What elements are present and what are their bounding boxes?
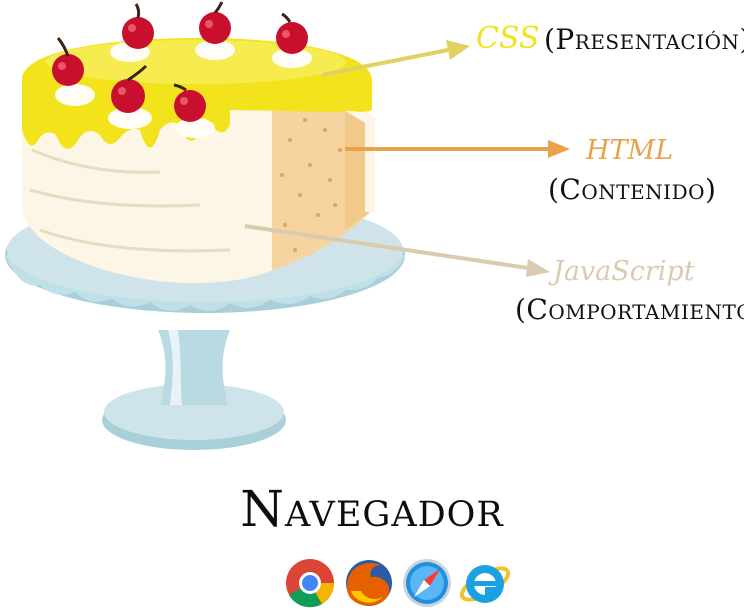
html-description: (Contenido) — [548, 173, 717, 206]
html-label: HTML — [586, 135, 674, 166]
chrome-icon — [286, 559, 335, 608]
cherries — [52, 1, 312, 138]
arrow-css — [321, 40, 470, 77]
arrow-js — [244, 224, 550, 277]
css-label: CSS — [476, 21, 540, 56]
arrow-html — [345, 140, 570, 158]
javascript-description: (Comportamientos) — [515, 293, 744, 326]
internet-explorer-icon — [459, 565, 511, 603]
firefox-icon — [346, 560, 392, 606]
javascript-label: JavaScript — [553, 256, 695, 287]
browser-title: Navegador — [240, 480, 504, 538]
cake-body — [22, 95, 375, 284]
css-description: (Presentación) — [544, 23, 744, 56]
safari-icon — [403, 559, 451, 607]
browser-icons — [286, 559, 511, 608]
